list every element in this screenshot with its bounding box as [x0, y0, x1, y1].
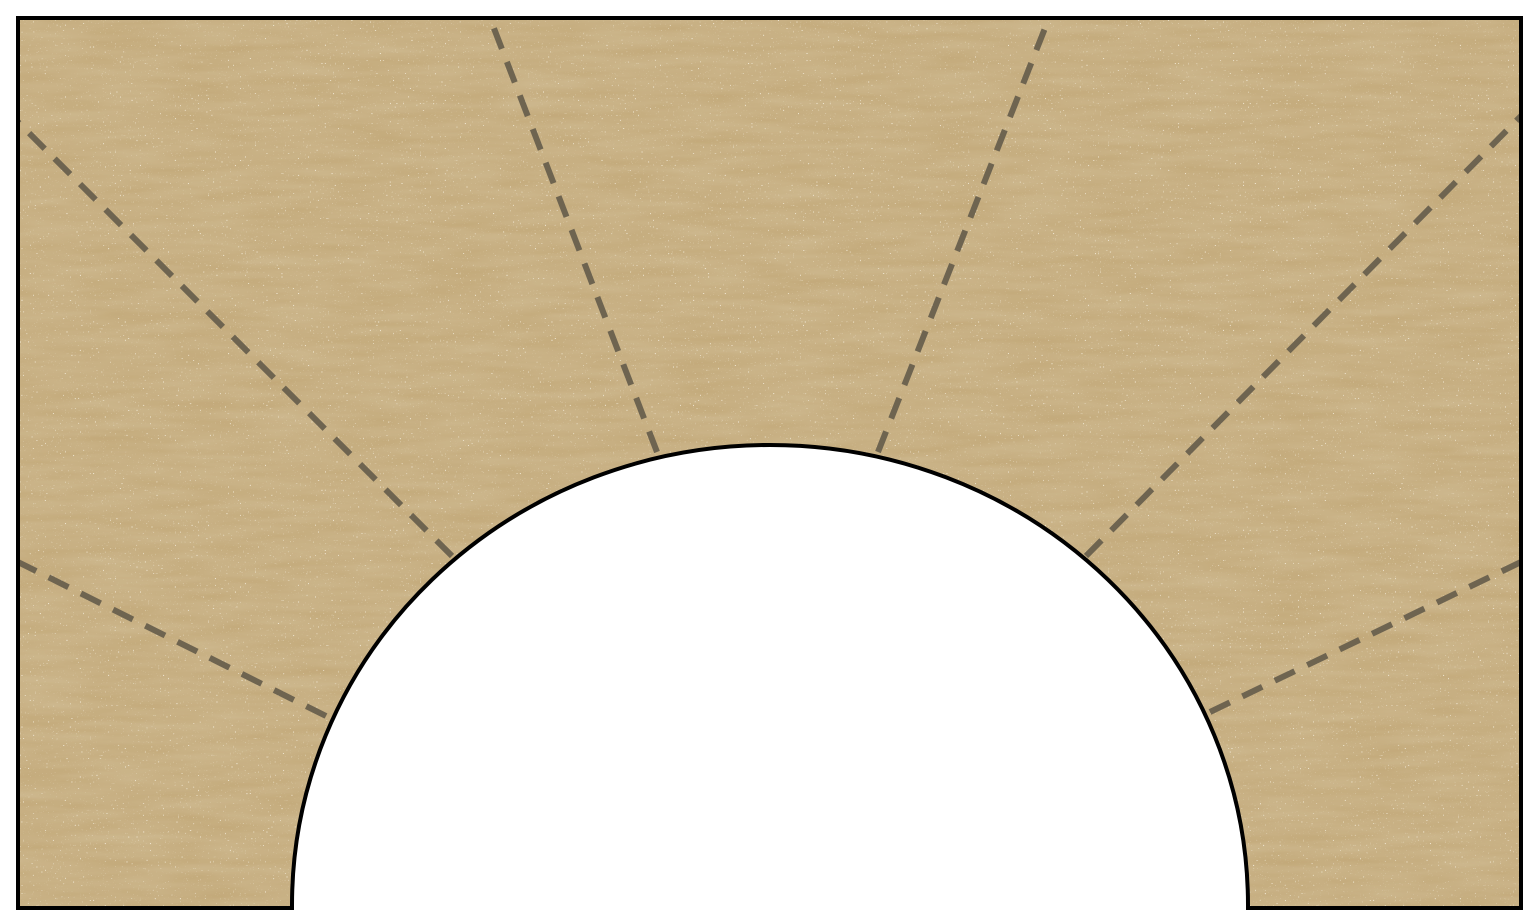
joint-line-6: [1208, 559, 1521, 715]
joint-line-5: [1083, 113, 1521, 559]
joint-line-1: [18, 559, 328, 719]
voussoir-joint-lines: [18, 18, 1521, 719]
joint-line-2: [18, 119, 455, 559]
joint-line-4: [875, 18, 1052, 454]
panel-outline: [16, 16, 1523, 910]
joint-line-3: [487, 18, 660, 454]
